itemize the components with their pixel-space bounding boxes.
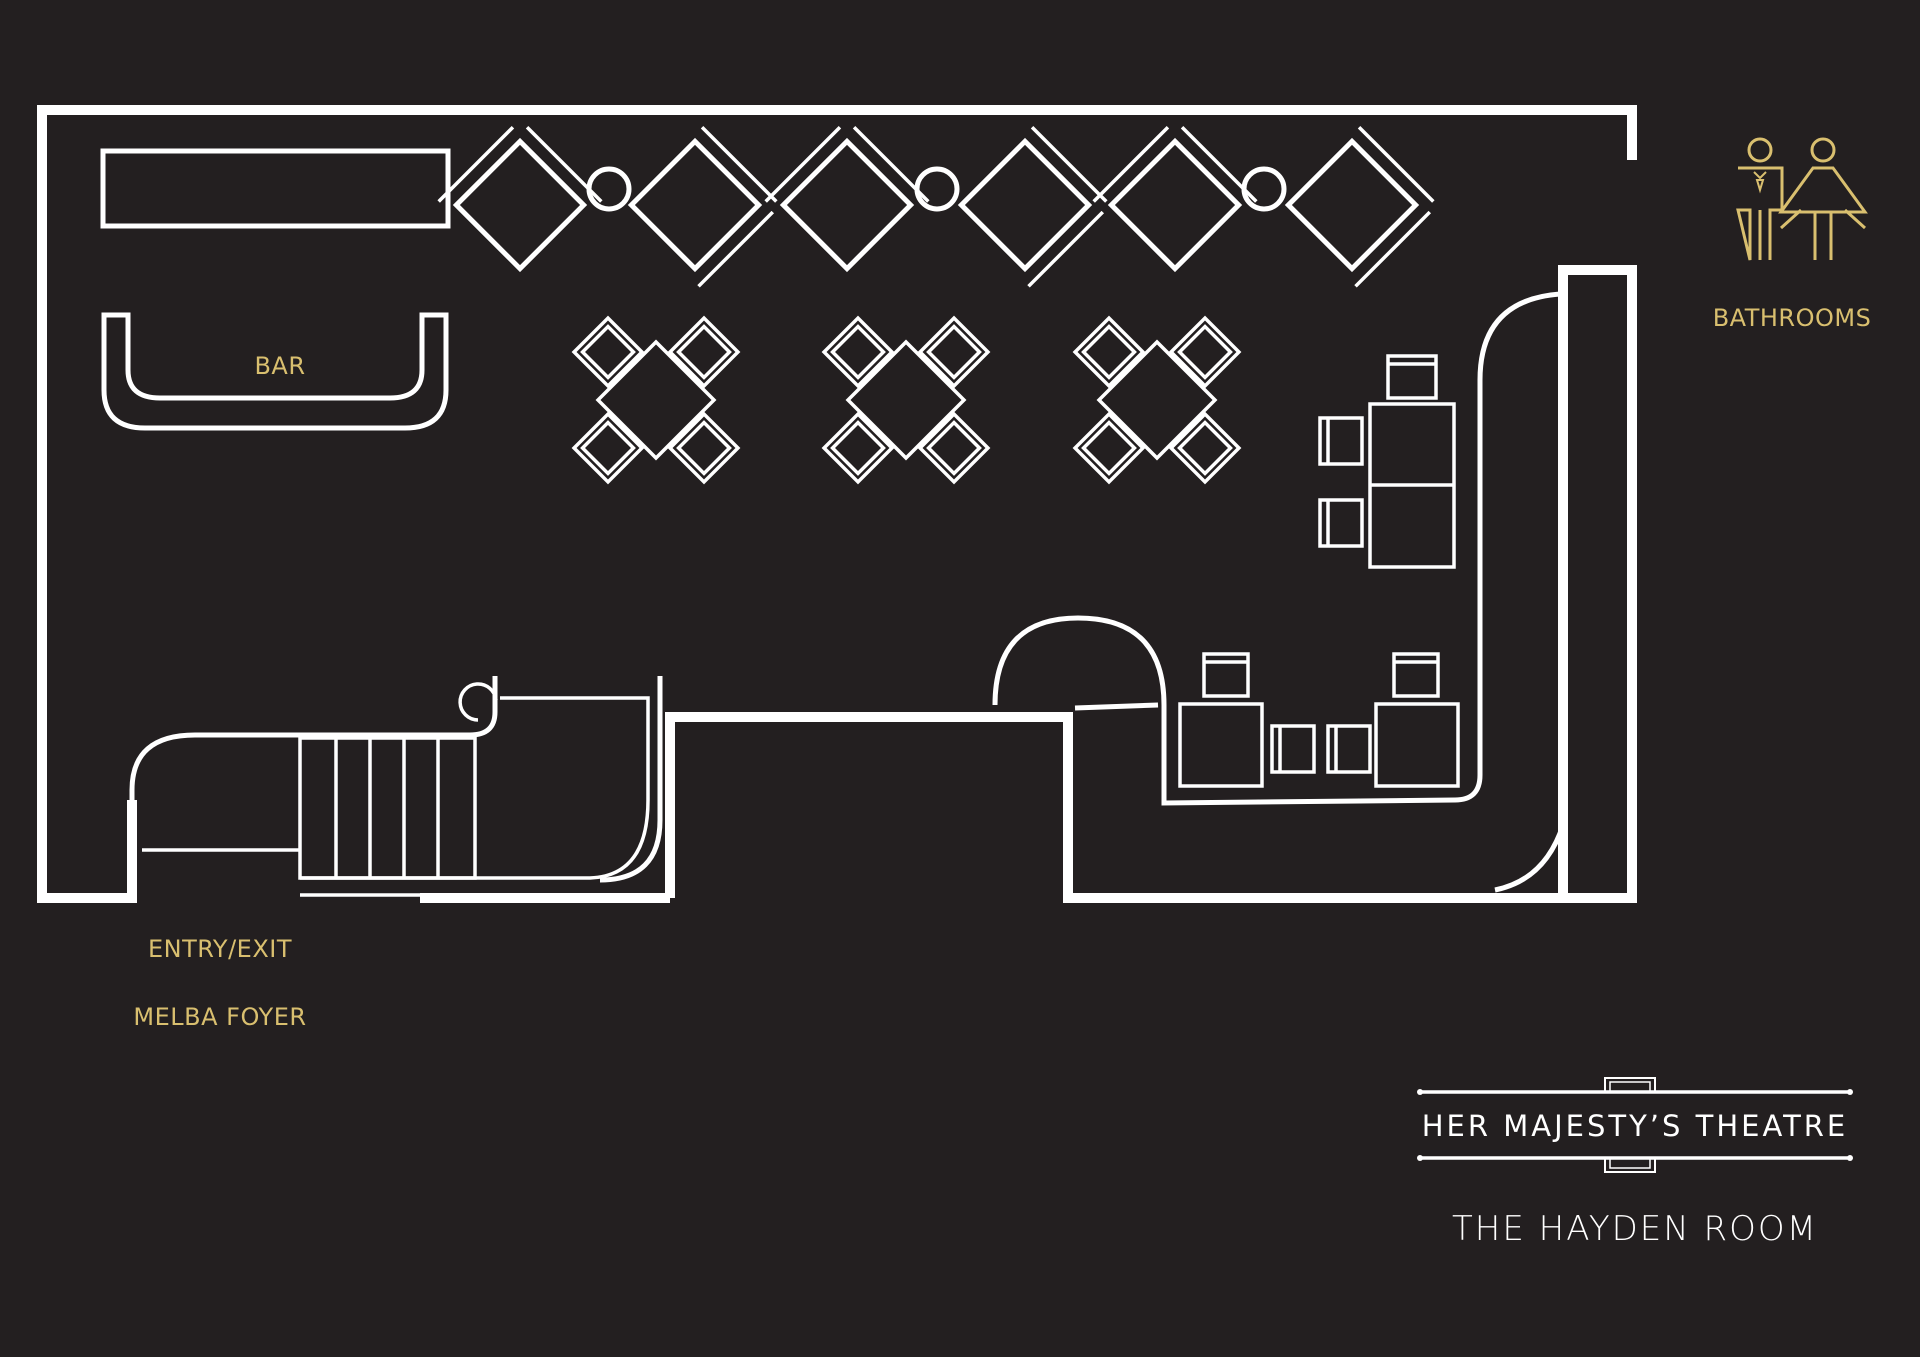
room-name: THE HAYDEN ROOM: [1452, 1209, 1818, 1249]
staircase: [129, 676, 670, 903]
lounge-seating: [437, 125, 1435, 288]
bar-counter: BAR: [100, 148, 451, 431]
female-toilet-icon: [1778, 137, 1868, 260]
bathrooms-label: BATHROOMS: [1713, 304, 1872, 332]
theatre-name: HER MAJESTY’S THEATRE: [1422, 1109, 1849, 1143]
theatre-emblem: HER MAJESTY’S THEATRE THE HAYDEN ROOM: [1417, 1077, 1853, 1249]
booth-seating: [992, 291, 1566, 893]
entry-exit-label: ENTRY/EXIT: [148, 935, 292, 963]
bar-label: BAR: [254, 352, 305, 380]
room-walls: [37, 105, 1637, 903]
foyer-label: MELBA FOYER: [133, 1003, 306, 1031]
male-toilet-icon: [1736, 137, 1784, 261]
dining-tables: [571, 315, 1242, 485]
